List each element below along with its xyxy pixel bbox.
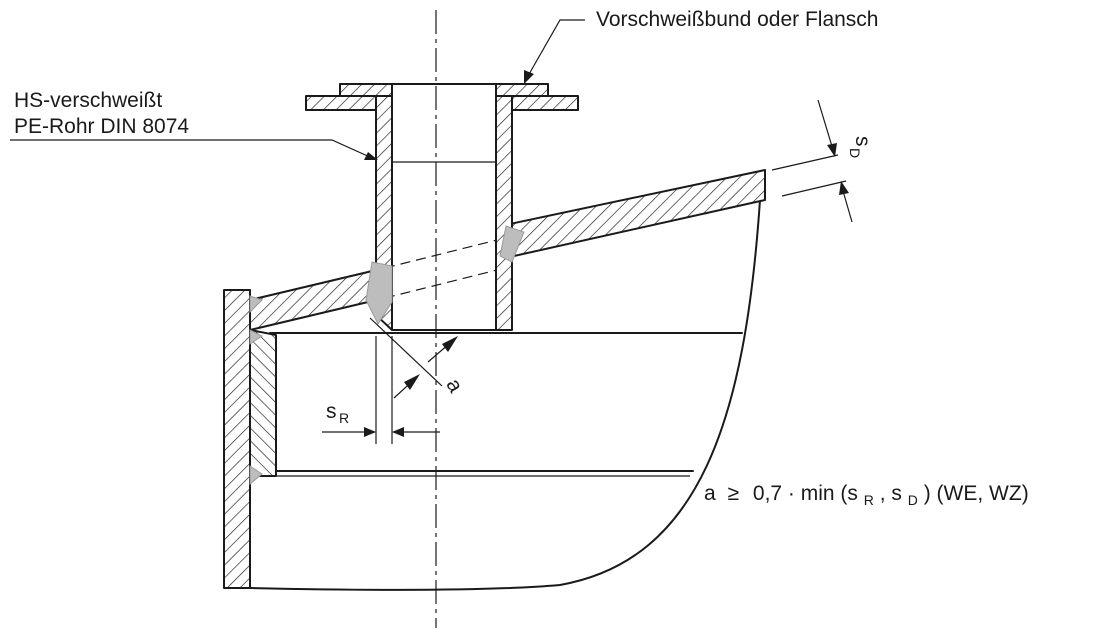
weld-seam-right-pipe	[499, 225, 525, 263]
a-ext-line	[369, 317, 443, 387]
dimension-sr	[322, 336, 440, 444]
label-pipe-line2: PE-Rohr DIN 8074	[14, 115, 189, 138]
formula-a: a	[704, 482, 716, 505]
pipe-wall-right	[495, 83, 513, 331]
formula-sub-d: D	[908, 492, 918, 508]
a-arrow-lower	[404, 374, 420, 390]
cover-hidden-line-2	[384, 267, 506, 299]
flange-group	[305, 83, 579, 111]
label-sd: s D	[847, 136, 874, 158]
vessel-body	[249, 199, 761, 591]
label-sd-sub: D	[847, 148, 863, 158]
flange-right-ring	[511, 95, 579, 111]
side-wall	[223, 289, 277, 589]
formula-end: ) (WE, WZ)	[924, 482, 1029, 505]
cover-plate-left	[249, 267, 386, 331]
side-wall-outer-plate	[223, 289, 251, 589]
dimension-a	[369, 317, 458, 399]
sr-arrow-right	[392, 427, 404, 437]
formula: a ≥ 0,7 · min (s R , s D ) (WE, WZ)	[704, 482, 1029, 510]
leader-flange-line	[527, 19, 585, 77]
leader-pipe	[10, 139, 378, 160]
cover-hidden-line-1	[384, 237, 506, 269]
leader-flange-arrowhead	[524, 70, 534, 84]
label-sr-sub: R	[339, 410, 349, 426]
weld-seam-wall-mid	[249, 329, 263, 345]
dimension-sd	[771, 99, 853, 223]
leader-pipe-arrowhead	[364, 152, 378, 160]
label-sr: s R	[326, 400, 349, 426]
label-sd-main: s	[851, 136, 874, 147]
flange-left-collar	[339, 83, 393, 97]
weld-seams	[249, 225, 525, 486]
sr-arrow-left	[364, 427, 376, 437]
formula-body: 0,7 · min (s	[753, 482, 858, 505]
label-sr-main: s	[326, 400, 337, 423]
sd-ext-line-1	[771, 154, 839, 171]
formula-sub-r: R	[864, 492, 874, 508]
weld-seam-wall-top	[249, 295, 263, 314]
pipe-nozzle	[375, 83, 513, 331]
leader-flange	[524, 19, 585, 84]
weld-seam-wall-bottom	[249, 465, 263, 486]
vessel-curved-wall	[249, 199, 761, 591]
label-a-dim: a	[441, 375, 467, 397]
cover-plate-right	[504, 169, 766, 259]
sd-ext-line-2	[781, 180, 847, 197]
sd-arrow-top	[827, 143, 837, 157]
sd-arrow-bottom	[839, 181, 849, 195]
side-wall-inner-plate	[249, 329, 277, 477]
a-arrow-upper	[442, 336, 458, 352]
weld-seam-left-pipe	[365, 261, 393, 326]
flange-right-collar	[495, 83, 549, 97]
flange-left-ring	[305, 95, 377, 111]
formula-ge: ≥	[728, 482, 740, 505]
label-pipe-line1: HS-verschweißt	[14, 89, 162, 112]
leader-pipe-line	[10, 139, 373, 159]
label-flange: Vorschweißbund oder Flansch	[596, 8, 879, 31]
formula-mid: , s	[880, 482, 902, 505]
